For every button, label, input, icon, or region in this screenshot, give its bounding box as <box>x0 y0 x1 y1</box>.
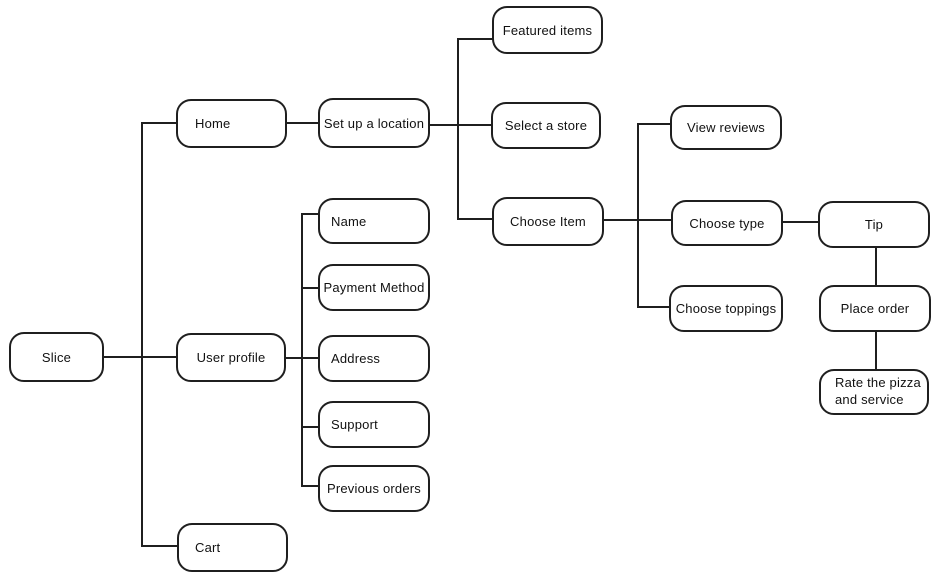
node-place-order: Place order <box>819 285 931 332</box>
node-previous-orders: Previous orders <box>318 465 430 512</box>
connector-branch-to-payment-method <box>301 287 319 289</box>
connector-set-up-location-to-select-store <box>429 124 492 126</box>
connector-branch-to-featured-items <box>457 38 494 40</box>
node-set-up-location: Set up a location <box>318 98 430 148</box>
node-choose-type: Choose type <box>671 200 783 246</box>
node-select-a-store: Select a store <box>491 102 601 149</box>
node-payment-method: Payment Method <box>318 264 430 311</box>
connector-location-branch-vertical <box>457 38 459 220</box>
connector-branch-to-name <box>301 213 319 215</box>
connector-branch-to-choose-toppings <box>637 306 670 308</box>
connector-item-branch-vertical <box>637 123 639 308</box>
connector-tip-to-place-order <box>875 247 877 286</box>
node-address: Address <box>318 335 430 382</box>
node-name: Name <box>318 198 430 244</box>
connector-branch-to-view-reviews <box>637 123 671 125</box>
node-slice: Slice <box>9 332 104 382</box>
node-featured-items: Featured items <box>492 6 603 54</box>
connector-branch-to-support <box>301 426 319 428</box>
connector-trunk-to-cart <box>141 545 178 547</box>
connector-profile-branch-vertical <box>301 213 303 487</box>
node-choose-item: Choose Item <box>492 197 604 246</box>
node-cart: Cart <box>177 523 288 572</box>
node-home: Home <box>176 99 287 148</box>
connector-choose-type-to-tip <box>782 221 819 223</box>
node-tip: Tip <box>818 201 930 248</box>
node-support: Support <box>318 401 430 448</box>
node-user-profile: User profile <box>176 333 286 382</box>
node-rate-pizza-and-service: Rate the pizza and service <box>819 369 929 415</box>
node-view-reviews: View reviews <box>670 105 782 150</box>
connector-branch-to-choose-item <box>457 218 493 220</box>
connector-branch-to-previous-orders <box>301 485 319 487</box>
connector-trunk-vertical <box>141 122 143 547</box>
connector-place-order-to-rate <box>875 331 877 370</box>
connector-slice-to-user-profile <box>103 356 177 358</box>
node-choose-toppings: Choose toppings <box>669 285 783 332</box>
connector-home-to-set-up-location <box>286 122 319 124</box>
connector-trunk-to-home <box>141 122 177 124</box>
